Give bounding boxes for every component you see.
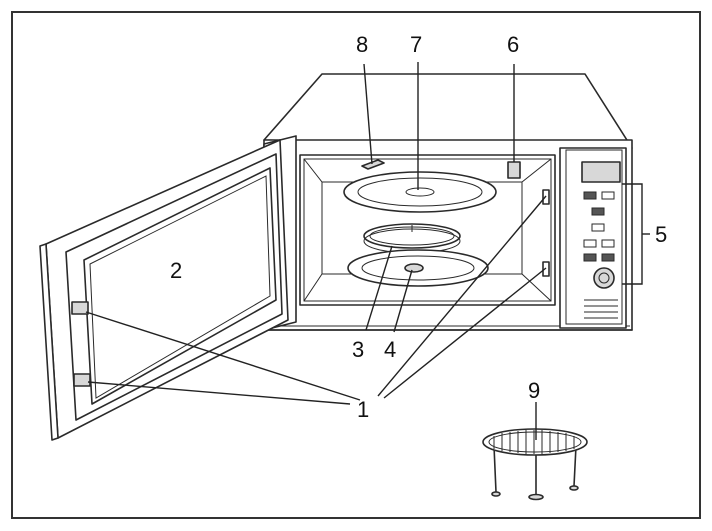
control-button xyxy=(583,253,597,262)
display-screen xyxy=(581,161,621,183)
grill-rack xyxy=(482,428,588,501)
control-button xyxy=(601,253,615,262)
control-button xyxy=(601,191,615,200)
control-button xyxy=(583,191,597,200)
cavity-light xyxy=(361,159,385,170)
door-latch-hook-upper xyxy=(71,301,89,315)
callout-1: 1 xyxy=(357,397,369,422)
glass-tray xyxy=(343,171,497,213)
callout-8: 8 xyxy=(356,32,368,57)
leader-lines xyxy=(85,62,650,440)
control-button xyxy=(591,207,605,216)
diagram-frame xyxy=(11,11,701,519)
waveguide-cover xyxy=(507,161,521,179)
callout-5: 5 xyxy=(655,222,667,247)
control-button xyxy=(591,223,605,232)
roller-ring xyxy=(363,223,461,254)
door-latch-slot-lower xyxy=(542,261,550,277)
callout-4: 4 xyxy=(384,337,396,362)
turntable-shaft xyxy=(347,249,489,287)
control-button xyxy=(601,239,615,248)
callout-labels: 1 2 3 4 5 6 7 8 9 xyxy=(170,32,667,422)
door-latch-hook-lower xyxy=(73,373,91,387)
control-button xyxy=(583,239,597,248)
callout-2: 2 xyxy=(170,258,182,283)
callout-9: 9 xyxy=(528,378,540,403)
oven-door xyxy=(39,135,297,441)
callout-6: 6 xyxy=(507,32,519,57)
callout-3: 3 xyxy=(352,337,364,362)
callout-7: 7 xyxy=(410,32,422,57)
control-dial xyxy=(593,267,615,289)
control-panel xyxy=(559,147,627,329)
